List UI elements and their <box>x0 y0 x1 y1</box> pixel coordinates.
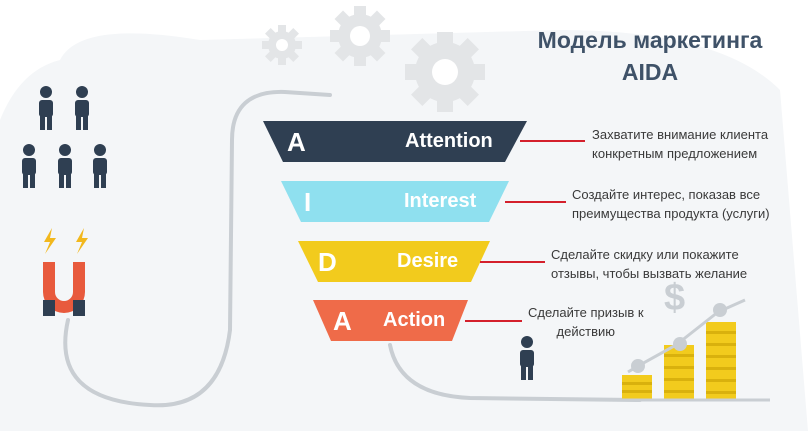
tier-letter-desire: D <box>318 247 337 277</box>
tier-letter-interest: I <box>304 187 312 217</box>
funnel-tier-desire <box>298 241 490 282</box>
tier-word-attention: Attention <box>405 130 493 152</box>
journey-path <box>63 89 332 408</box>
tier-word-action: Action <box>383 309 446 331</box>
gear-icon <box>330 6 390 66</box>
person-icon <box>520 336 534 380</box>
funnel-tier-interest <box>281 181 509 222</box>
description-line: конкретным предложением <box>592 146 758 161</box>
title-line1: Модель маркетинга <box>537 27 763 53</box>
tier-letter-attention: A <box>287 127 306 157</box>
tier-word-desire: Desire <box>397 250 459 272</box>
funnel-tier-action <box>313 300 468 341</box>
journey-path <box>388 343 642 402</box>
description-line: действию <box>556 324 615 339</box>
page-title: Модель маркетинга AIDA <box>500 24 800 88</box>
funnel-tier-attention <box>263 121 527 162</box>
tier-letter-action: A <box>333 306 352 336</box>
description-line: Создайте интерес, показав все <box>572 187 761 202</box>
gear-icon <box>262 25 302 65</box>
description-line: преимущества продукта (услуги) <box>572 206 770 221</box>
growth-chart-icon <box>605 298 770 402</box>
description-desire: Сделайте скидку или покажите отзывы, что… <box>551 245 747 283</box>
description-line: Захватите внимание клиента <box>592 127 769 142</box>
description-line: Сделайте скидку или покажите <box>551 247 739 262</box>
description-action: Сделайте призыв к действию <box>528 303 644 341</box>
spark-icon <box>76 228 88 254</box>
description-attention: Захватите внимание клиента конкретным пр… <box>592 125 768 163</box>
tier-word-interest: Interest <box>404 190 477 212</box>
description-interest: Создайте интерес, показав все преимущест… <box>572 185 770 223</box>
title-line2: AIDA <box>621 59 679 85</box>
description-line: Сделайте призыв к <box>528 305 644 320</box>
background-blob <box>0 30 808 431</box>
dollar-icon: $ <box>664 277 685 319</box>
people-group-icon <box>22 86 107 188</box>
spark-icon <box>44 228 56 254</box>
gear-icon <box>405 32 485 112</box>
magnet-icon <box>43 262 85 316</box>
description-line: отзывы, чтобы вызвать желание <box>551 266 748 281</box>
